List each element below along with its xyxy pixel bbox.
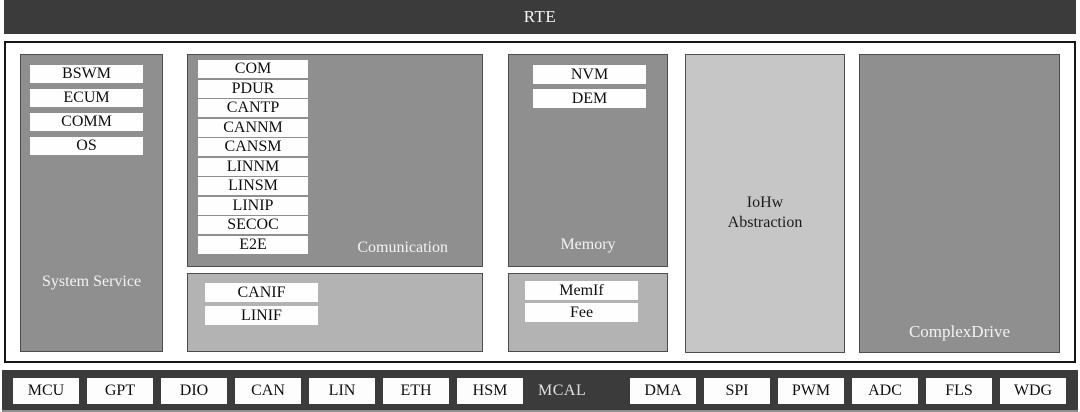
- mcal-module-box: DMA: [630, 378, 696, 404]
- system-service-module-list: BSWM ECUM COMM OS: [30, 65, 143, 155]
- module-box: BSWM: [30, 65, 143, 83]
- iohw-label-line2: Abstraction: [727, 214, 803, 231]
- mcal-module-box: WDG: [1000, 378, 1066, 404]
- rte-layer-bar: RTE: [4, 0, 1076, 34]
- module-box: PDUR: [198, 79, 308, 98]
- module-box: SECOC: [198, 216, 308, 234]
- iohw-abstraction-block: IoHw Abstraction: [685, 54, 845, 353]
- module-box: MemIf: [525, 281, 638, 300]
- module-box: LINIP: [198, 196, 308, 215]
- module-box: LINSM: [198, 177, 308, 195]
- mcal-layer-bar: MCU GPT DIO CAN LIN ETH HSM MCAL DMA SPI PWM ADC F…: [2, 370, 1078, 412]
- mcal-module-box: LIN: [309, 378, 375, 404]
- module-box: CANTP: [198, 99, 308, 117]
- communication-interface-list: CANIF LINIF: [205, 283, 318, 325]
- rte-label: RTE: [523, 7, 557, 26]
- mcal-module-box: HSM: [457, 378, 523, 404]
- iohw-label-line1: IoHw: [746, 194, 784, 211]
- module-box: OS: [30, 137, 143, 155]
- communication-interface-block: CANIF LINIF: [187, 273, 483, 352]
- module-box: COM: [198, 60, 308, 78]
- module-box: DEM: [533, 89, 646, 108]
- memory-module-list: NVM DEM: [533, 65, 646, 108]
- iohw-abstraction-label: IoHw Abstraction: [686, 193, 844, 233]
- mcal-module-box: SPI: [704, 378, 770, 404]
- mcal-module-box: CAN: [235, 378, 301, 404]
- complex-drive-label: ComplexDrive: [908, 322, 1011, 341]
- module-box: Fee: [525, 303, 638, 322]
- module-box: LINNM: [198, 157, 308, 176]
- mcal-module-box: DIO: [161, 378, 227, 404]
- mcal-module-box: PWM: [778, 378, 844, 404]
- module-box: NVM: [533, 65, 646, 84]
- mcal-module-box: ETH: [383, 378, 449, 404]
- module-box: COMM: [30, 113, 143, 131]
- module-box: E2E: [198, 235, 308, 254]
- module-box: LINIF: [205, 306, 318, 325]
- mcal-module-box: GPT: [87, 378, 153, 404]
- complex-drive-block: ComplexDrive: [859, 54, 1060, 353]
- system-service-label: System Service: [41, 273, 142, 290]
- memory-block: NVM DEM Memory: [508, 54, 668, 267]
- module-box: ECUM: [30, 89, 143, 107]
- mcal-module-box: FLS: [926, 378, 992, 404]
- module-box: CANSM: [198, 138, 308, 156]
- mcal-module-box: ADC: [852, 378, 918, 404]
- communication-label: Comunication: [357, 239, 448, 256]
- memory-label: Memory: [560, 236, 616, 253]
- mcal-label: MCAL: [538, 382, 587, 399]
- system-service-block: BSWM ECUM COMM OS System Service: [20, 54, 163, 352]
- module-box: CANNM: [198, 118, 308, 137]
- mcal-right-module-list: DMA SPI PWM ADC FLS WDG: [630, 378, 1066, 404]
- mcal-left-module-list: MCU GPT DIO CAN LIN ETH HSM: [13, 378, 523, 404]
- mcal-module-box: MCU: [13, 378, 79, 404]
- module-box: CANIF: [205, 283, 318, 302]
